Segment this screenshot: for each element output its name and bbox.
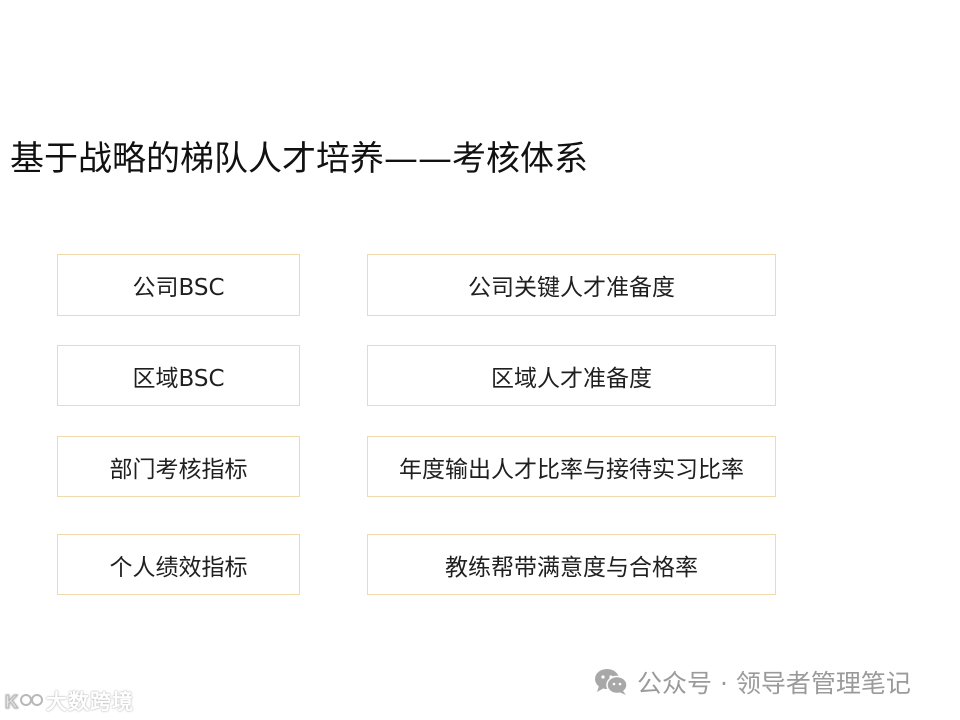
metric-box-company-bsc: 公司BSC	[57, 254, 300, 316]
footer-account-text: 公众号 · 领导者管理笔记	[637, 669, 911, 698]
watermark-text: 大数跨境	[46, 690, 134, 714]
footer-account: 公众号 · 领导者管理笔记	[593, 662, 911, 702]
logo-icon: K	[5, 692, 43, 712]
slide-title: 基于战略的梯队人才培养——考核体系	[10, 139, 588, 179]
metric-box-region-bsc: 区域BSC	[57, 345, 300, 406]
wechat-icon	[595, 669, 628, 695]
metric-box-personal-kpi: 个人绩效指标	[57, 534, 300, 595]
metric-box-department-kpi: 部门考核指标	[57, 436, 300, 497]
metric-box-company-talent-readiness: 公司关键人才准备度	[367, 254, 776, 316]
metric-box-region-talent-readiness: 区域人才准备度	[367, 345, 776, 406]
metric-box-coaching-satisfaction: 教练帮带满意度与合格率	[367, 534, 776, 595]
metric-box-talent-output-ratio: 年度输出人才比率与接待实习比率	[367, 436, 776, 497]
svg-text:K: K	[5, 692, 19, 712]
watermark: K 大数跨境	[4, 686, 134, 716]
